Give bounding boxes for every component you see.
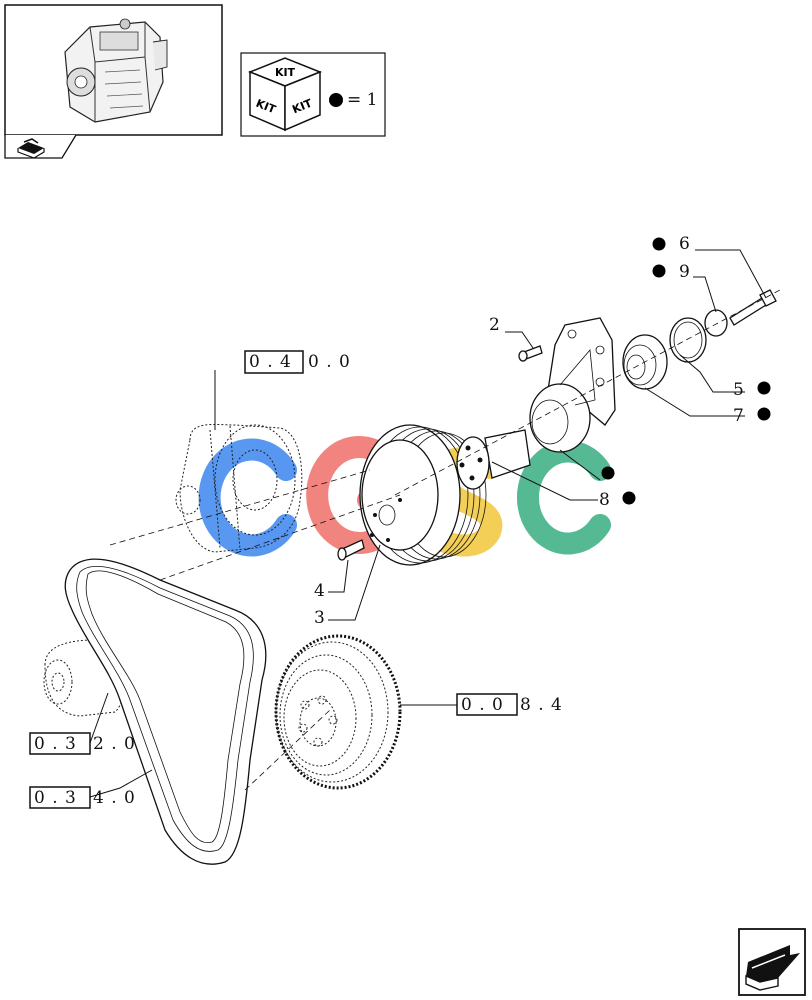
- engine-thumbnail-icon: [64, 18, 168, 123]
- kit-dot-icon: [329, 93, 343, 107]
- callout-3: 3: [314, 608, 325, 628]
- kit-equation: = 1: [347, 90, 377, 110]
- leader-lines: [89, 249, 767, 798]
- callout-6: 6: [679, 234, 690, 254]
- watermark-letter-c2: [517, 440, 611, 555]
- callout-5: 5: [733, 380, 744, 400]
- bracket-screw-part: [518, 345, 543, 362]
- callout-7: 7: [733, 406, 744, 426]
- callout-2: 2: [489, 315, 500, 335]
- kit-face-top: KIT: [275, 66, 296, 79]
- reference-084-boxed: 0 . 0: [461, 695, 504, 715]
- kit-dot-8a: [601, 466, 615, 480]
- reference-032: 0 . 3 2 . 0: [29, 732, 136, 755]
- pulley-screw-part: [337, 539, 365, 561]
- kit-dot-8b: [622, 491, 636, 505]
- reference-084: 0 . 0 8 . 4: [456, 693, 563, 716]
- kit-dot-6: [652, 237, 666, 251]
- engine-thumbnail-panel: [4, 4, 223, 159]
- callout-numbers: 6 9 2 5 7 8 4 3: [314, 234, 744, 628]
- poly-v-belt-part: [64, 558, 267, 865]
- kit-dot-7: [757, 407, 771, 421]
- callout-8: 8: [599, 490, 610, 510]
- reference-032-rest: 2 . 0: [93, 734, 136, 754]
- reference-034-boxed: 0 . 3: [34, 788, 77, 808]
- reference-032-boxed: 0 . 3: [34, 734, 77, 754]
- washer-part: [704, 309, 728, 337]
- snap-ring-part: [669, 317, 707, 363]
- book-arrow-icon: [745, 945, 800, 991]
- hub-flange-part: [456, 429, 531, 490]
- reference-084-rest: 8 . 4: [520, 695, 563, 715]
- reference-034: 0 . 3 4 . 0: [29, 786, 136, 809]
- kit-legend: KIT KIT KIT = 1: [240, 52, 386, 137]
- callout-9: 9: [679, 262, 690, 282]
- callout-4: 4: [314, 581, 325, 601]
- alternator-part: [175, 423, 303, 553]
- kit-dot-5: [757, 381, 771, 395]
- next-page-button[interactable]: [738, 928, 806, 996]
- assembly-axis-lines: [109, 289, 781, 791]
- reference-040-rest: 0 . 0: [308, 352, 351, 372]
- book-icon: [17, 138, 45, 159]
- tensioner-bracket-part: [529, 317, 616, 453]
- reference-040: 0 . 4 0 . 0: [244, 350, 351, 374]
- reference-034-rest: 4 . 0: [93, 788, 136, 808]
- kit-cube-icon: KIT KIT KIT: [247, 57, 323, 132]
- kit-markers: [601, 237, 771, 505]
- kit-dot-9: [652, 264, 666, 278]
- reference-040-boxed: 0 . 4: [249, 352, 292, 372]
- flywheel-part: [274, 634, 402, 790]
- tensioner-bolt-part: [729, 289, 777, 326]
